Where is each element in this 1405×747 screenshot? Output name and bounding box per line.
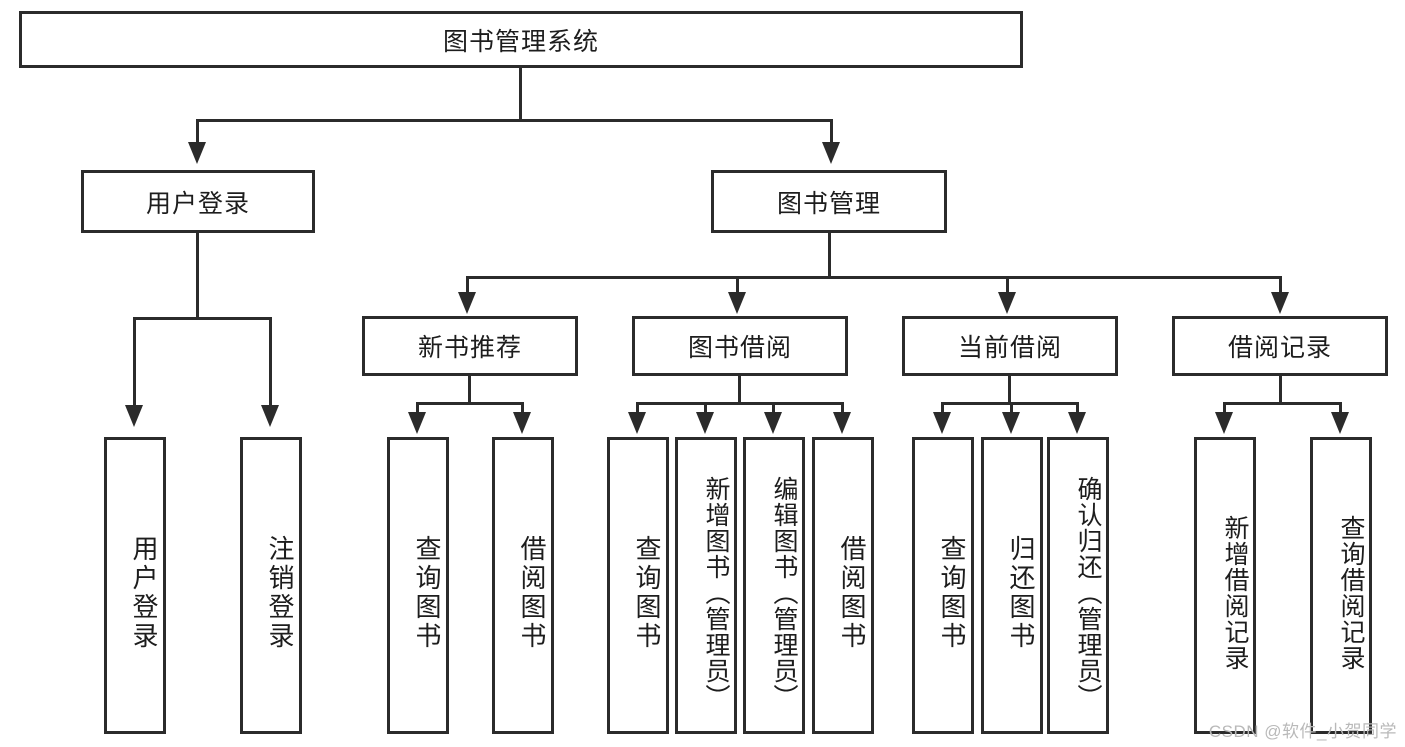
node-current-borrow[interactable]: 当前借阅 — [902, 316, 1118, 376]
connector-drop-leaf-logout — [269, 317, 272, 407]
node-label: 新增图书（管理员） — [702, 475, 730, 710]
connector-drop-leaf-user-login — [133, 317, 136, 407]
node-user-login[interactable]: 用户登录 — [81, 170, 315, 233]
arrowhead-bb-edit-book — [764, 412, 782, 434]
arrowhead-bb-query-book — [628, 412, 646, 434]
node-book-borrow[interactable]: 图书借阅 — [632, 316, 848, 376]
connector-level2-bus — [196, 119, 833, 122]
arrowhead-cb-confirm-return — [1068, 412, 1086, 434]
connector-current-borrow-stem — [1008, 376, 1011, 404]
node-label: 注销登录 — [265, 534, 295, 651]
connector-drop-bb-borrow-book — [841, 402, 844, 414]
node-label: 查询借阅记录 — [1337, 514, 1365, 671]
csdn-watermark: CSDN @软件_小贺同学 — [1208, 722, 1397, 741]
leaf-bb-borrow-book[interactable]: 借阅图书 — [812, 437, 874, 734]
connector-drop-br-query-record — [1339, 402, 1342, 414]
node-label: 查询图书 — [937, 534, 967, 651]
node-label: 借阅记录 — [1227, 334, 1332, 362]
connector-drop-nbr-query-book — [416, 402, 419, 414]
connector-drop-new-book-recommend — [466, 276, 469, 294]
connector-drop-bb-edit-book — [772, 402, 775, 414]
connector-drop-cb-confirm-return — [1076, 402, 1079, 414]
arrowhead-br-query-record — [1331, 412, 1349, 434]
connector-drop-current-borrow — [1006, 276, 1009, 294]
connector-borrow-record-bus — [1223, 402, 1342, 405]
arrowhead-new-book-recommend — [458, 292, 476, 314]
connector-drop-cb-query-book — [941, 402, 944, 414]
leaf-bb-edit-book[interactable]: 编辑图书（管理员） — [743, 437, 805, 734]
node-label: 当前借阅 — [957, 334, 1062, 362]
connector-root-stem — [519, 68, 522, 121]
arrowhead-leaf-user-login — [125, 405, 143, 427]
connector-book-borrow-bus — [636, 402, 844, 405]
node-label: 图书借阅 — [687, 334, 792, 362]
arrowhead-br-add-record — [1215, 412, 1233, 434]
leaf-nbr-borrow-book[interactable]: 借阅图书 — [492, 437, 554, 734]
leaf-cb-confirm-return[interactable]: 确认归还（管理员） — [1047, 437, 1109, 734]
node-label: 编辑图书（管理员） — [770, 475, 798, 710]
leaf-bb-query-book[interactable]: 查询图书 — [607, 437, 669, 734]
node-label: 查询图书 — [632, 534, 662, 651]
connector-drop-book-management — [830, 119, 833, 144]
arrowhead-bb-borrow-book — [833, 412, 851, 434]
arrowhead-current-borrow — [998, 292, 1016, 314]
leaf-cb-query-book[interactable]: 查询图书 — [912, 437, 974, 734]
arrowhead-book-borrow — [728, 292, 746, 314]
arrowhead-user-login — [188, 142, 206, 164]
connector-drop-borrow-record — [1279, 276, 1282, 294]
node-label: 用户登录 — [145, 189, 250, 218]
connector-new-book-recommend-bus — [416, 402, 524, 405]
arrowhead-bb-add-book — [696, 412, 714, 434]
arrowhead-nbr-borrow-book — [513, 412, 531, 434]
node-book-management[interactable]: 图书管理 — [711, 170, 947, 233]
connector-drop-bb-add-book — [704, 402, 707, 414]
node-root-book-management-system[interactable]: 图书管理系统 — [19, 11, 1023, 68]
connector-drop-user-login — [196, 119, 199, 144]
connector-drop-br-add-record — [1223, 402, 1226, 414]
node-label: 确认归还（管理员） — [1074, 475, 1102, 710]
node-label: 新增借阅记录 — [1221, 514, 1249, 671]
connector-drop-bb-query-book — [636, 402, 639, 414]
arrowhead-book-management — [822, 142, 840, 164]
node-label: 图书管理系统 — [442, 27, 599, 56]
leaf-br-add-record[interactable]: 新增借阅记录 — [1194, 437, 1256, 734]
leaf-user-login[interactable]: 用户登录 — [104, 437, 166, 734]
arrowhead-borrow-record — [1271, 292, 1289, 314]
arrowhead-leaf-logout — [261, 405, 279, 427]
connector-drop-nbr-borrow-book — [521, 402, 524, 414]
connector-user-login-stem — [196, 233, 199, 319]
node-borrow-record[interactable]: 借阅记录 — [1172, 316, 1388, 376]
node-label: 用户登录 — [129, 534, 159, 651]
arrowhead-cb-query-book — [933, 412, 951, 434]
leaf-cb-return-book[interactable]: 归还图书 — [981, 437, 1043, 734]
arrowhead-nbr-query-book — [408, 412, 426, 434]
node-label: 图书管理 — [776, 189, 881, 218]
node-label: 借阅图书 — [837, 534, 867, 651]
connector-book-management-stem — [828, 233, 831, 278]
connector-borrow-record-stem — [1279, 376, 1282, 404]
node-new-book-recommend[interactable]: 新书推荐 — [362, 316, 578, 376]
leaf-nbr-query-book[interactable]: 查询图书 — [387, 437, 449, 734]
leaf-bb-add-book[interactable]: 新增图书（管理员） — [675, 437, 737, 734]
leaf-logout[interactable]: 注销登录 — [240, 437, 302, 734]
connector-book-borrow-stem — [738, 376, 741, 404]
node-label: 新书推荐 — [417, 334, 522, 362]
connector-level3-bus — [466, 276, 1282, 279]
connector-drop-book-borrow — [736, 276, 739, 294]
leaf-br-query-record[interactable]: 查询借阅记录 — [1310, 437, 1372, 734]
connector-new-book-recommend-stem — [468, 376, 471, 404]
arrowhead-cb-return-book — [1002, 412, 1020, 434]
connector-drop-cb-return-book — [1010, 402, 1013, 414]
node-label: 归还图书 — [1006, 534, 1036, 651]
connector-user-login-bus — [133, 317, 272, 320]
node-label: 借阅图书 — [517, 534, 547, 651]
node-label: 查询图书 — [412, 534, 442, 651]
